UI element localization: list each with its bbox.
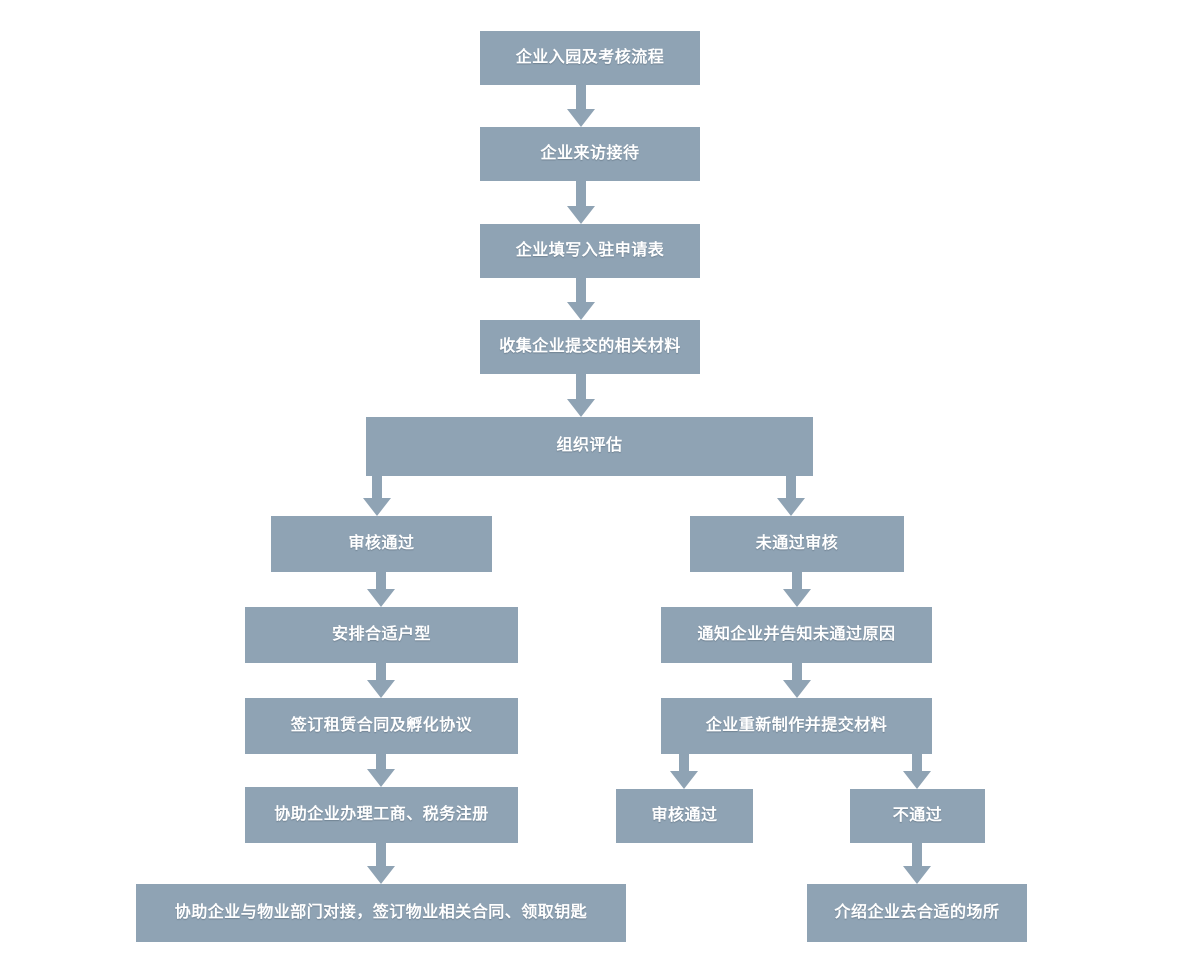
flow-node-label: 安排合适户型 [331, 625, 431, 643]
flow-node-n9[interactable]: 通知企业并告知未通过原因 [661, 607, 932, 663]
flow-node-label: 审核通过 [348, 534, 415, 552]
flow-node-label: 收集企业提交的相关材料 [499, 337, 681, 355]
flow-node-n2[interactable]: 企业来访接待 [480, 127, 700, 181]
flow-arrow [567, 278, 595, 320]
flow-arrow [903, 843, 931, 884]
flow-node-n7[interactable]: 未通过审核 [690, 516, 904, 572]
flow-arrow [777, 476, 805, 516]
flow-node-label: 不通过 [892, 806, 943, 824]
flow-node-label: 介绍企业去合适的场所 [834, 903, 1000, 921]
flow-arrow [367, 754, 395, 787]
flow-node-label: 审核通过 [651, 806, 718, 824]
flow-arrow [367, 663, 395, 698]
flow-node-n1[interactable]: 企业入园及考核流程 [480, 31, 700, 85]
flow-node-label: 企业入园及考核流程 [515, 48, 665, 66]
flow-node-n6[interactable]: 审核通过 [271, 516, 492, 572]
flow-arrow [363, 476, 391, 516]
flow-node-label: 协助企业办理工商、税务注册 [274, 805, 489, 823]
flow-node-label: 组织评估 [556, 437, 623, 455]
flow-arrow [367, 572, 395, 607]
flow-arrow [670, 754, 698, 789]
flow-node-n10[interactable]: 签订租赁合同及孵化协议 [245, 698, 518, 754]
flow-node-label: 企业重新制作并提交材料 [705, 716, 888, 734]
flow-node-n4[interactable]: 收集企业提交的相关材料 [480, 320, 700, 374]
flow-node-label: 签订租赁合同及孵化协议 [290, 716, 473, 734]
flow-node-label: 企业填写入驻申请表 [515, 241, 665, 259]
flow-node-n15[interactable]: 协助企业与物业部门对接，签订物业相关合同、领取钥匙 [136, 884, 626, 942]
flow-node-label: 企业来访接待 [540, 144, 640, 162]
flow-node-n11[interactable]: 企业重新制作并提交材料 [661, 698, 932, 754]
flow-node-n5[interactable]: 组织评估 [366, 417, 813, 476]
flow-arrow [903, 754, 931, 789]
flow-node-n13[interactable]: 审核通过 [616, 789, 753, 843]
flow-node-label: 通知企业并告知未通过原因 [697, 625, 896, 643]
flow-arrow [567, 85, 595, 127]
flow-node-n8[interactable]: 安排合适户型 [245, 607, 518, 663]
flow-node-n16[interactable]: 介绍企业去合适的场所 [807, 884, 1027, 942]
flow-node-n3[interactable]: 企业填写入驻申请表 [480, 224, 700, 278]
flow-arrow [567, 181, 595, 224]
flow-arrow [567, 374, 595, 417]
flow-node-label: 协助企业与物业部门对接，签订物业相关合同、领取钥匙 [174, 903, 588, 921]
flow-arrow [783, 663, 811, 698]
flow-arrow [783, 572, 811, 607]
flow-node-n12[interactable]: 协助企业办理工商、税务注册 [245, 787, 518, 843]
flow-node-label: 未通过审核 [755, 534, 839, 552]
flow-node-n14[interactable]: 不通过 [850, 789, 985, 843]
flow-arrow [367, 843, 395, 884]
